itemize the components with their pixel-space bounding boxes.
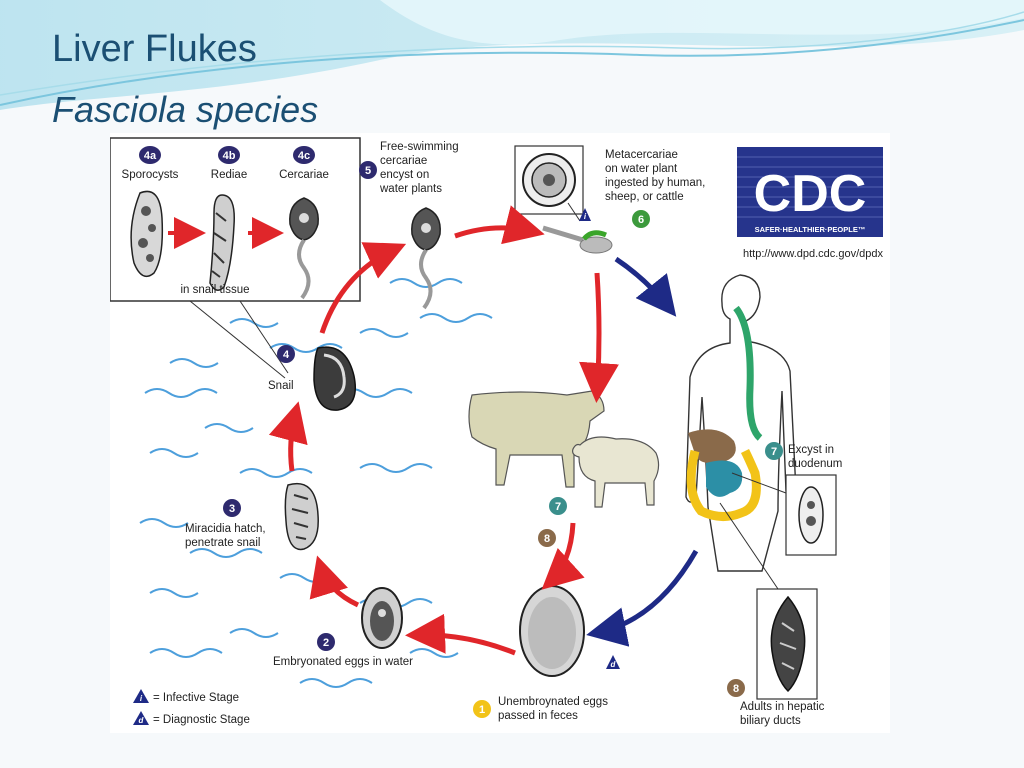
svg-text:1: 1 — [479, 704, 485, 716]
stage-4: 4 Snail — [268, 345, 356, 411]
svg-text:d: d — [139, 716, 145, 725]
inset-caption: in snail tissue — [180, 284, 249, 296]
svg-text:Excyst in duodenum: Excyst in duodenum — [788, 444, 842, 470]
sheep-icon — [572, 436, 660, 508]
encysting-cercaria-icon — [411, 207, 441, 310]
stage-2: 2 Embryonated eggs in water — [273, 587, 413, 668]
stage-6: i 6 Metacercariae on water plant ingeste… — [514, 145, 709, 254]
stage-7: 7 Excyst in duodenum — [731, 442, 842, 556]
svg-text:Adults in hepatic bi: Adults in hepatic biliary ducts — [740, 701, 828, 727]
svg-text:CDC: CDC — [754, 165, 867, 223]
cdc-logo: CDC SAFER·HEALTHIER·PEOPLE™ — [737, 147, 883, 237]
blue-arrows — [586, 256, 699, 647]
legend: i = Infective Stage d = Diagnostic Stage — [133, 689, 250, 726]
excysted-fluke-icon — [798, 486, 824, 544]
svg-text:i: i — [140, 694, 143, 703]
life-cycle-svg: 4a 4b 4c Sporocysts Rediae Cercariae — [109, 137, 884, 727]
cdc-url: http://www.dpd.cdc.gov/dpdx — [743, 248, 884, 260]
svg-text:Free-swimming cercar: Free-swimming cercariae encyst on water … — [379, 141, 462, 195]
red-cycle-arrows — [268, 205, 619, 656]
svg-text:Unembroynated eggs p: Unembroynated eggs passed in feces — [498, 696, 611, 722]
redia-icon — [209, 194, 235, 291]
stage-3: 3 Miracidia hatch, penetrate snail — [185, 482, 319, 551]
svg-text:4c: 4c — [298, 150, 310, 162]
unembryonated-egg-icon — [519, 585, 585, 677]
rediae-label: Rediae — [211, 169, 247, 181]
animal-badge-8: 8 — [538, 529, 556, 547]
legend-infective: i = Infective Stage — [133, 689, 239, 704]
svg-text:3: 3 — [229, 503, 235, 515]
water-waves — [139, 278, 493, 688]
svg-text:Embryonated eggs in water: Embryonated eggs in water — [273, 656, 413, 668]
svg-text:4a: 4a — [144, 150, 157, 162]
snail-tissue-inset: 4a 4b 4c Sporocysts Rediae Cercariae — [109, 137, 361, 379]
svg-text:6: 6 — [638, 214, 644, 226]
life-cycle-diagram: 4a 4b 4c Sporocysts Rediae Cercariae — [109, 133, 890, 733]
svg-text:= Diagnostic Stage: = Diagnostic Stage — [153, 714, 250, 726]
svg-text:8: 8 — [544, 533, 550, 545]
spoon-with-plant-icon — [542, 225, 613, 254]
slide-title: Liver Flukes — [52, 28, 257, 70]
svg-text:7: 7 — [771, 446, 777, 458]
stage-1: d 1 Unembroynated eggs passed in feces — [473, 585, 620, 722]
svg-text:SAFER·HEALTHIER·PEOPLE™: SAFER·HEALTHIER·PEOPLE™ — [755, 225, 866, 234]
svg-text:4b: 4b — [223, 150, 236, 162]
inset-badge-4a: 4a — [139, 146, 161, 164]
stage-5: 5 Free-swimming cercariae encyst on wate… — [359, 141, 462, 310]
svg-text:4: 4 — [283, 349, 290, 361]
cercaria-icon — [289, 197, 319, 300]
slide-background-waves — [0, 0, 1024, 110]
svg-text:5: 5 — [365, 165, 371, 177]
svg-text:2: 2 — [323, 637, 329, 649]
sporocysts-label: Sporocysts — [122, 169, 179, 181]
snail-icon — [313, 346, 356, 411]
legend-diagnostic: d = Diagnostic Stage — [133, 711, 250, 726]
slide-subtitle: Fasciola species — [52, 89, 319, 130]
inset-badge-4b: 4b — [218, 146, 240, 164]
metacercaria-icon — [522, 153, 576, 207]
sporocyst-icon — [130, 190, 164, 278]
svg-text:Miracidia hatch, pen: Miracidia hatch, penetrate snail — [185, 523, 269, 549]
miracidium-icon — [284, 482, 319, 551]
inset-badge-4c: 4c — [293, 146, 315, 164]
svg-text:Snail: Snail — [268, 380, 294, 392]
human-body-icon — [685, 274, 797, 572]
animal-badge-7: 7 — [549, 497, 567, 515]
embryonated-egg-icon — [361, 587, 403, 649]
svg-text:8: 8 — [733, 683, 739, 695]
cercariae-label: Cercariae — [279, 169, 329, 181]
svg-text:d: d — [611, 660, 617, 669]
svg-text:Metacercariae on wat: Metacercariae on water plant ingested by… — [605, 149, 709, 203]
stage-8: 8 Adults in hepatic biliary ducts — [719, 502, 828, 727]
adult-fluke-icon — [770, 595, 806, 693]
svg-text:i: i — [584, 212, 587, 221]
svg-text:= Infective Stage: = Infective Stage — [153, 692, 239, 704]
svg-text:7: 7 — [555, 501, 561, 513]
